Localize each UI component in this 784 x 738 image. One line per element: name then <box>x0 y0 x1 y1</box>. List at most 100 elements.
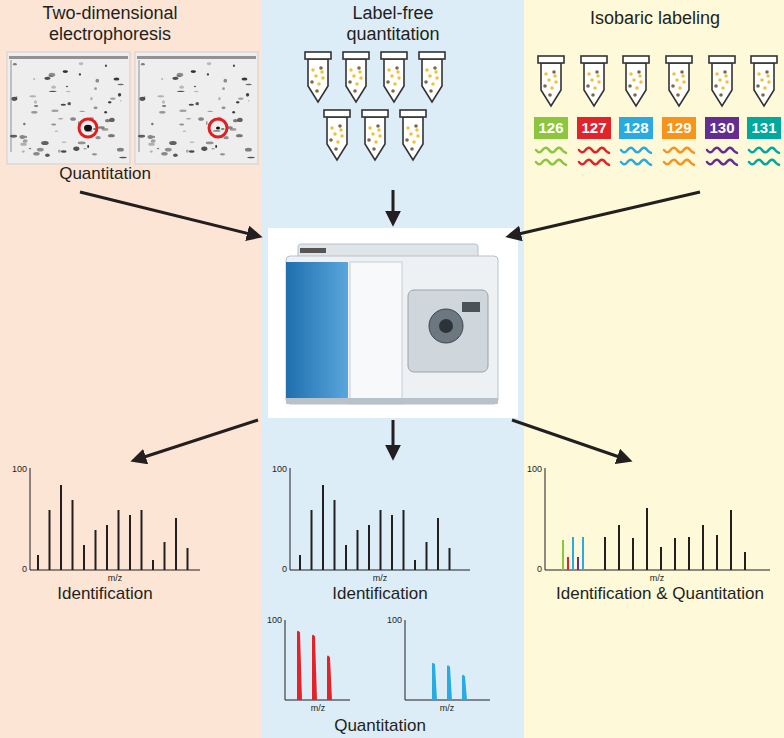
sample-particle <box>357 66 361 70</box>
gel-spot <box>169 141 177 145</box>
spectrum-peak <box>129 515 131 570</box>
sample-particle <box>714 84 718 88</box>
sample-particle <box>431 82 435 86</box>
flow-arrow <box>392 420 395 456</box>
gel-spot <box>237 118 242 122</box>
gel-spot <box>238 98 244 100</box>
gel-spot <box>189 150 195 152</box>
gel-spot <box>87 145 89 148</box>
sample-particle <box>330 126 334 130</box>
step-label: Quantitation <box>40 164 170 184</box>
spectrum-peak <box>426 542 428 570</box>
gel-spot <box>194 91 199 92</box>
gel-spot <box>195 102 199 105</box>
sample-particle <box>424 80 428 84</box>
gel-spot <box>51 123 56 125</box>
sample-particle <box>412 140 416 144</box>
tube-cap <box>400 110 426 117</box>
sample-particle <box>676 93 680 97</box>
instrument-recess <box>408 290 488 372</box>
peptide-squiggle <box>707 160 737 165</box>
flow-arrow <box>80 192 258 236</box>
gel-spot <box>151 123 153 125</box>
sample-particle <box>435 76 439 80</box>
spectrum-peak <box>106 525 108 570</box>
gel-spot <box>216 126 220 129</box>
gel-spot <box>153 136 155 138</box>
sample-tube <box>538 56 564 106</box>
spectrum-peak <box>632 538 634 570</box>
spectrum-peak <box>449 548 451 570</box>
sample-particle <box>336 140 340 144</box>
gel-spot <box>120 100 122 101</box>
tube-cap <box>343 52 369 59</box>
gel-streak <box>10 60 12 152</box>
gel-spot <box>51 109 58 112</box>
sample-particle <box>681 74 685 78</box>
tube-body <box>384 59 404 102</box>
spectrum-peak <box>334 500 336 570</box>
sample-particle <box>406 126 410 130</box>
spectrum-peak <box>322 485 324 570</box>
gel-spot <box>173 154 178 157</box>
axis-label: 100 <box>252 615 282 625</box>
gel-background <box>135 52 258 164</box>
gel-spot <box>23 139 28 143</box>
gel-spot <box>213 130 221 131</box>
gel-spot <box>16 96 18 100</box>
gel-spot <box>25 136 27 138</box>
spectrum-peak <box>368 525 370 570</box>
step-label: Identification & Quantitation <box>535 584 784 604</box>
sample-particle <box>377 128 381 132</box>
spectrum-peak <box>567 557 569 570</box>
peptide-squiggle <box>621 160 651 165</box>
gel-spot <box>20 143 27 146</box>
gel-spot <box>41 141 49 145</box>
sample-particle <box>672 72 676 76</box>
gel-spot <box>66 86 68 87</box>
gel-spot <box>245 84 251 86</box>
sample-tube <box>400 110 426 160</box>
sample-particle <box>719 93 723 97</box>
gel-spot <box>34 100 37 104</box>
gel-spot <box>58 149 61 152</box>
sample-particle <box>378 134 382 138</box>
quant-peak <box>447 665 452 700</box>
highlight-circle <box>209 119 227 137</box>
sample-tube <box>751 56 777 106</box>
sample-particle <box>718 78 722 82</box>
gel-spot <box>49 91 57 92</box>
gel-spot <box>51 86 56 89</box>
sample-particle <box>544 72 548 76</box>
gel-spot <box>49 73 56 77</box>
sample-particle <box>543 84 547 88</box>
sample-tube <box>666 56 692 106</box>
gel-spot <box>84 125 92 131</box>
instrument-panel <box>286 262 348 404</box>
gel-spot <box>108 134 115 137</box>
spectrum-axis <box>285 620 350 700</box>
sample-particle <box>396 70 400 74</box>
spectrum-peak <box>646 508 648 570</box>
gel-spot <box>108 101 112 103</box>
gel-spot <box>114 77 120 80</box>
gel-spot <box>45 154 50 157</box>
gel-spot <box>206 121 208 125</box>
sample-particle <box>393 82 397 86</box>
axis-label: 100 <box>257 464 287 474</box>
peptide-squiggle <box>664 148 694 153</box>
peptide-squiggle <box>749 160 779 165</box>
gel-spot <box>207 62 212 65</box>
gel-spot <box>179 109 186 112</box>
sample-particle <box>317 82 321 86</box>
spectrum-peak <box>37 555 39 570</box>
gel-background <box>7 52 130 164</box>
sample-tube <box>305 52 331 102</box>
gel-spot <box>117 84 123 86</box>
tube-cap <box>623 56 649 63</box>
sample-particle <box>395 66 399 70</box>
quant-peak <box>297 631 302 700</box>
gel-spot <box>118 93 121 97</box>
sample-particle <box>591 93 595 97</box>
